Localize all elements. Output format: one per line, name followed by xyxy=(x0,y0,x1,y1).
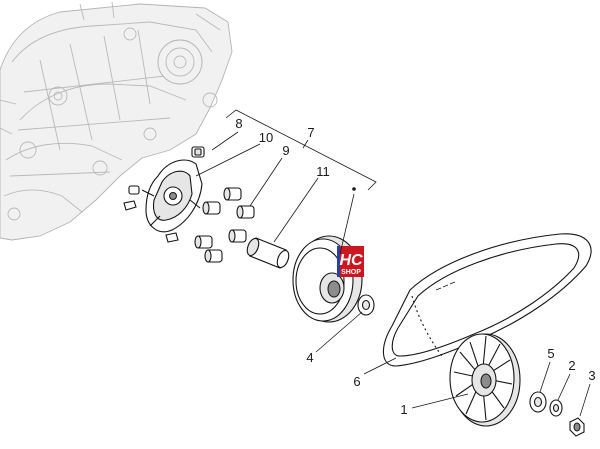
callout-1: 1 xyxy=(400,402,407,417)
bushing xyxy=(246,237,290,269)
badge-background xyxy=(337,246,364,277)
callout-2: 2 xyxy=(568,358,575,373)
drive-belt xyxy=(382,233,592,367)
fan-pulley xyxy=(449,333,521,427)
washer xyxy=(357,294,375,316)
ramp-plate xyxy=(141,159,203,233)
badge-line-1: HC xyxy=(339,252,363,269)
callout-9: 9 xyxy=(282,143,289,158)
badge-stripe xyxy=(337,246,340,277)
rollers xyxy=(194,187,255,263)
callout-8: 8 xyxy=(235,116,242,131)
hardware-stack xyxy=(529,391,585,437)
callout-3: 3 xyxy=(588,368,595,383)
leader-lines xyxy=(195,131,591,417)
callout-11: 11 xyxy=(316,164,330,179)
badge-line-2: SHOP xyxy=(341,269,361,276)
callout-4: 4 xyxy=(306,350,313,365)
callout-10: 10 xyxy=(259,130,273,145)
group-bracket xyxy=(225,109,377,191)
crankcase-ghost xyxy=(0,1,233,241)
callout-6: 6 xyxy=(353,374,360,389)
callout-5: 5 xyxy=(547,346,554,361)
sliders xyxy=(123,146,205,243)
hc-shop-badge: HC SHOP xyxy=(337,246,364,277)
callout-7: 7 xyxy=(307,125,314,140)
callout-labels: 1 2 3 4 5 6 7 8 9 10 11 xyxy=(235,116,595,417)
